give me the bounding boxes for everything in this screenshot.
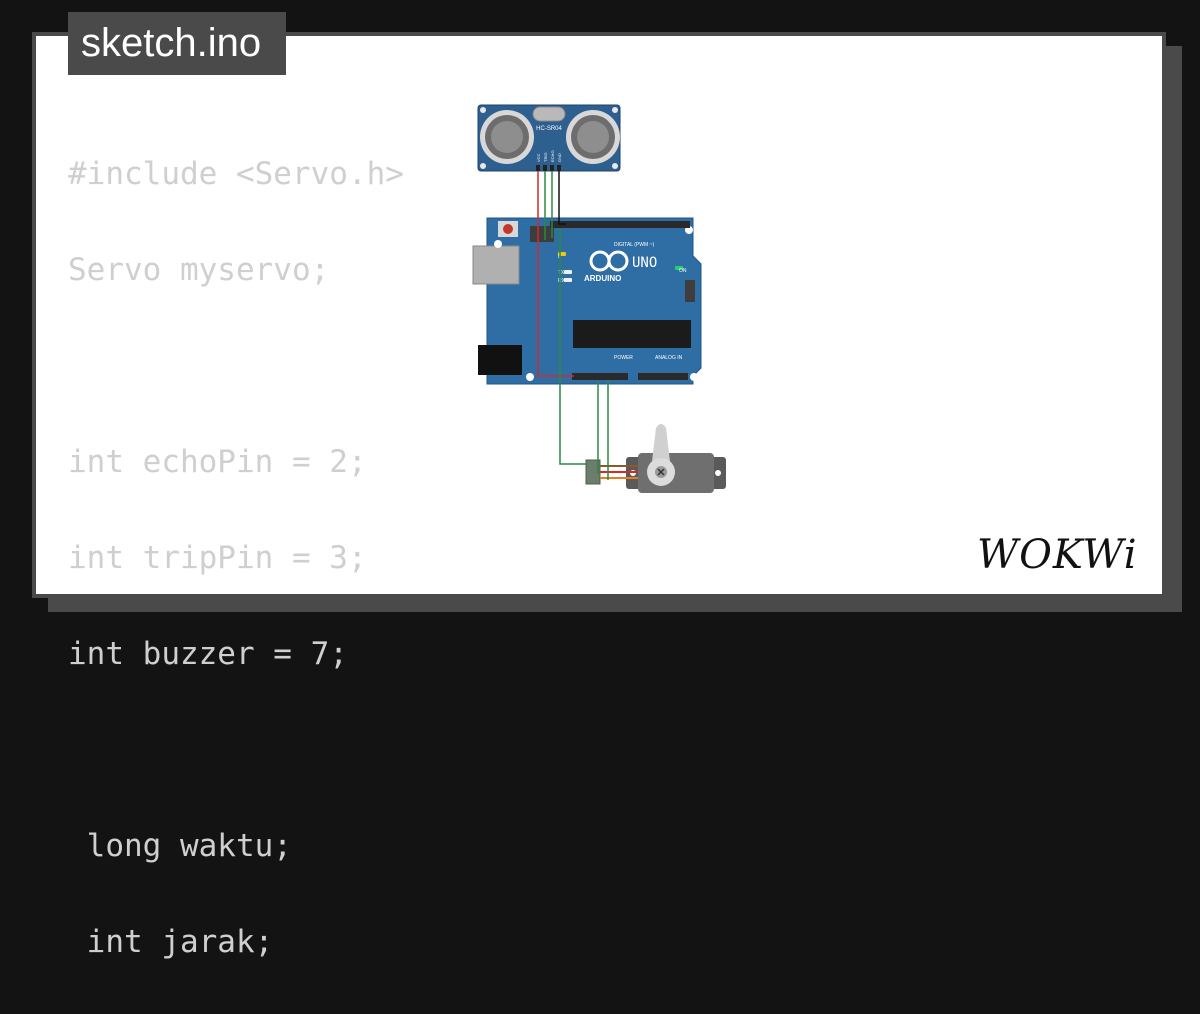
ultrasonic-pin-label: TRIG — [543, 152, 548, 162]
analog-header-label: ANALOG IN — [655, 355, 683, 361]
file-tab-title: sketch.ino — [68, 12, 286, 75]
wire-servo-signal — [559, 228, 587, 465]
board-model-label: UNO — [632, 255, 657, 271]
code-line — [68, 342, 404, 390]
code-preview: #include <Servo.h> Servo myservo; int ec… — [68, 150, 404, 1014]
ultrasonic-pin-label: GND — [557, 153, 562, 162]
code-line: int tripPin = 3; — [68, 540, 367, 576]
code-line: long waktu; — [68, 828, 292, 864]
code-line: int jarak; — [68, 924, 274, 960]
code-line: int buzzer = 7; — [68, 636, 348, 672]
arduino-uno-board[interactable]: UNO ARDUINO DIGITAL (PWM ~) POWER ANALOG… — [472, 217, 702, 385]
ultrasonic-label: HC-SR04 — [536, 126, 562, 132]
ultrasonic-pin-label: VCC — [536, 153, 541, 162]
circuit-diagram: HC-SR04 VCC TRIG ECHO GND UNO — [472, 104, 726, 493]
rx-label: RX — [558, 278, 566, 284]
code-line: Servo myservo; — [68, 252, 330, 288]
wire-gnd — [558, 171, 566, 225]
arduino-infinity-logo — [589, 250, 629, 272]
servo-motor[interactable] — [585, 424, 726, 493]
digital-header-label: DIGITAL (PWM ~) — [614, 242, 654, 248]
code-line — [68, 726, 404, 774]
wokwi-logo: WOKWi — [977, 532, 1138, 578]
tx-label: TX — [558, 270, 565, 276]
power-header-label: POWER — [614, 355, 633, 361]
ultrasonic-pin-label: ECHO — [550, 150, 555, 162]
code-line: int echoPin = 2; — [68, 444, 367, 480]
on-led-label: ON — [679, 268, 687, 274]
wire-vcc — [537, 171, 574, 377]
board-brand-label: ARDUINO — [584, 274, 621, 283]
code-line: #include <Servo.h> — [68, 156, 404, 192]
ultrasonic-sensor[interactable]: HC-SR04 VCC TRIG ECHO GND — [477, 104, 621, 172]
wires — [537, 171, 609, 480]
wokwi-logo-text: WOKWi — [977, 532, 1138, 578]
